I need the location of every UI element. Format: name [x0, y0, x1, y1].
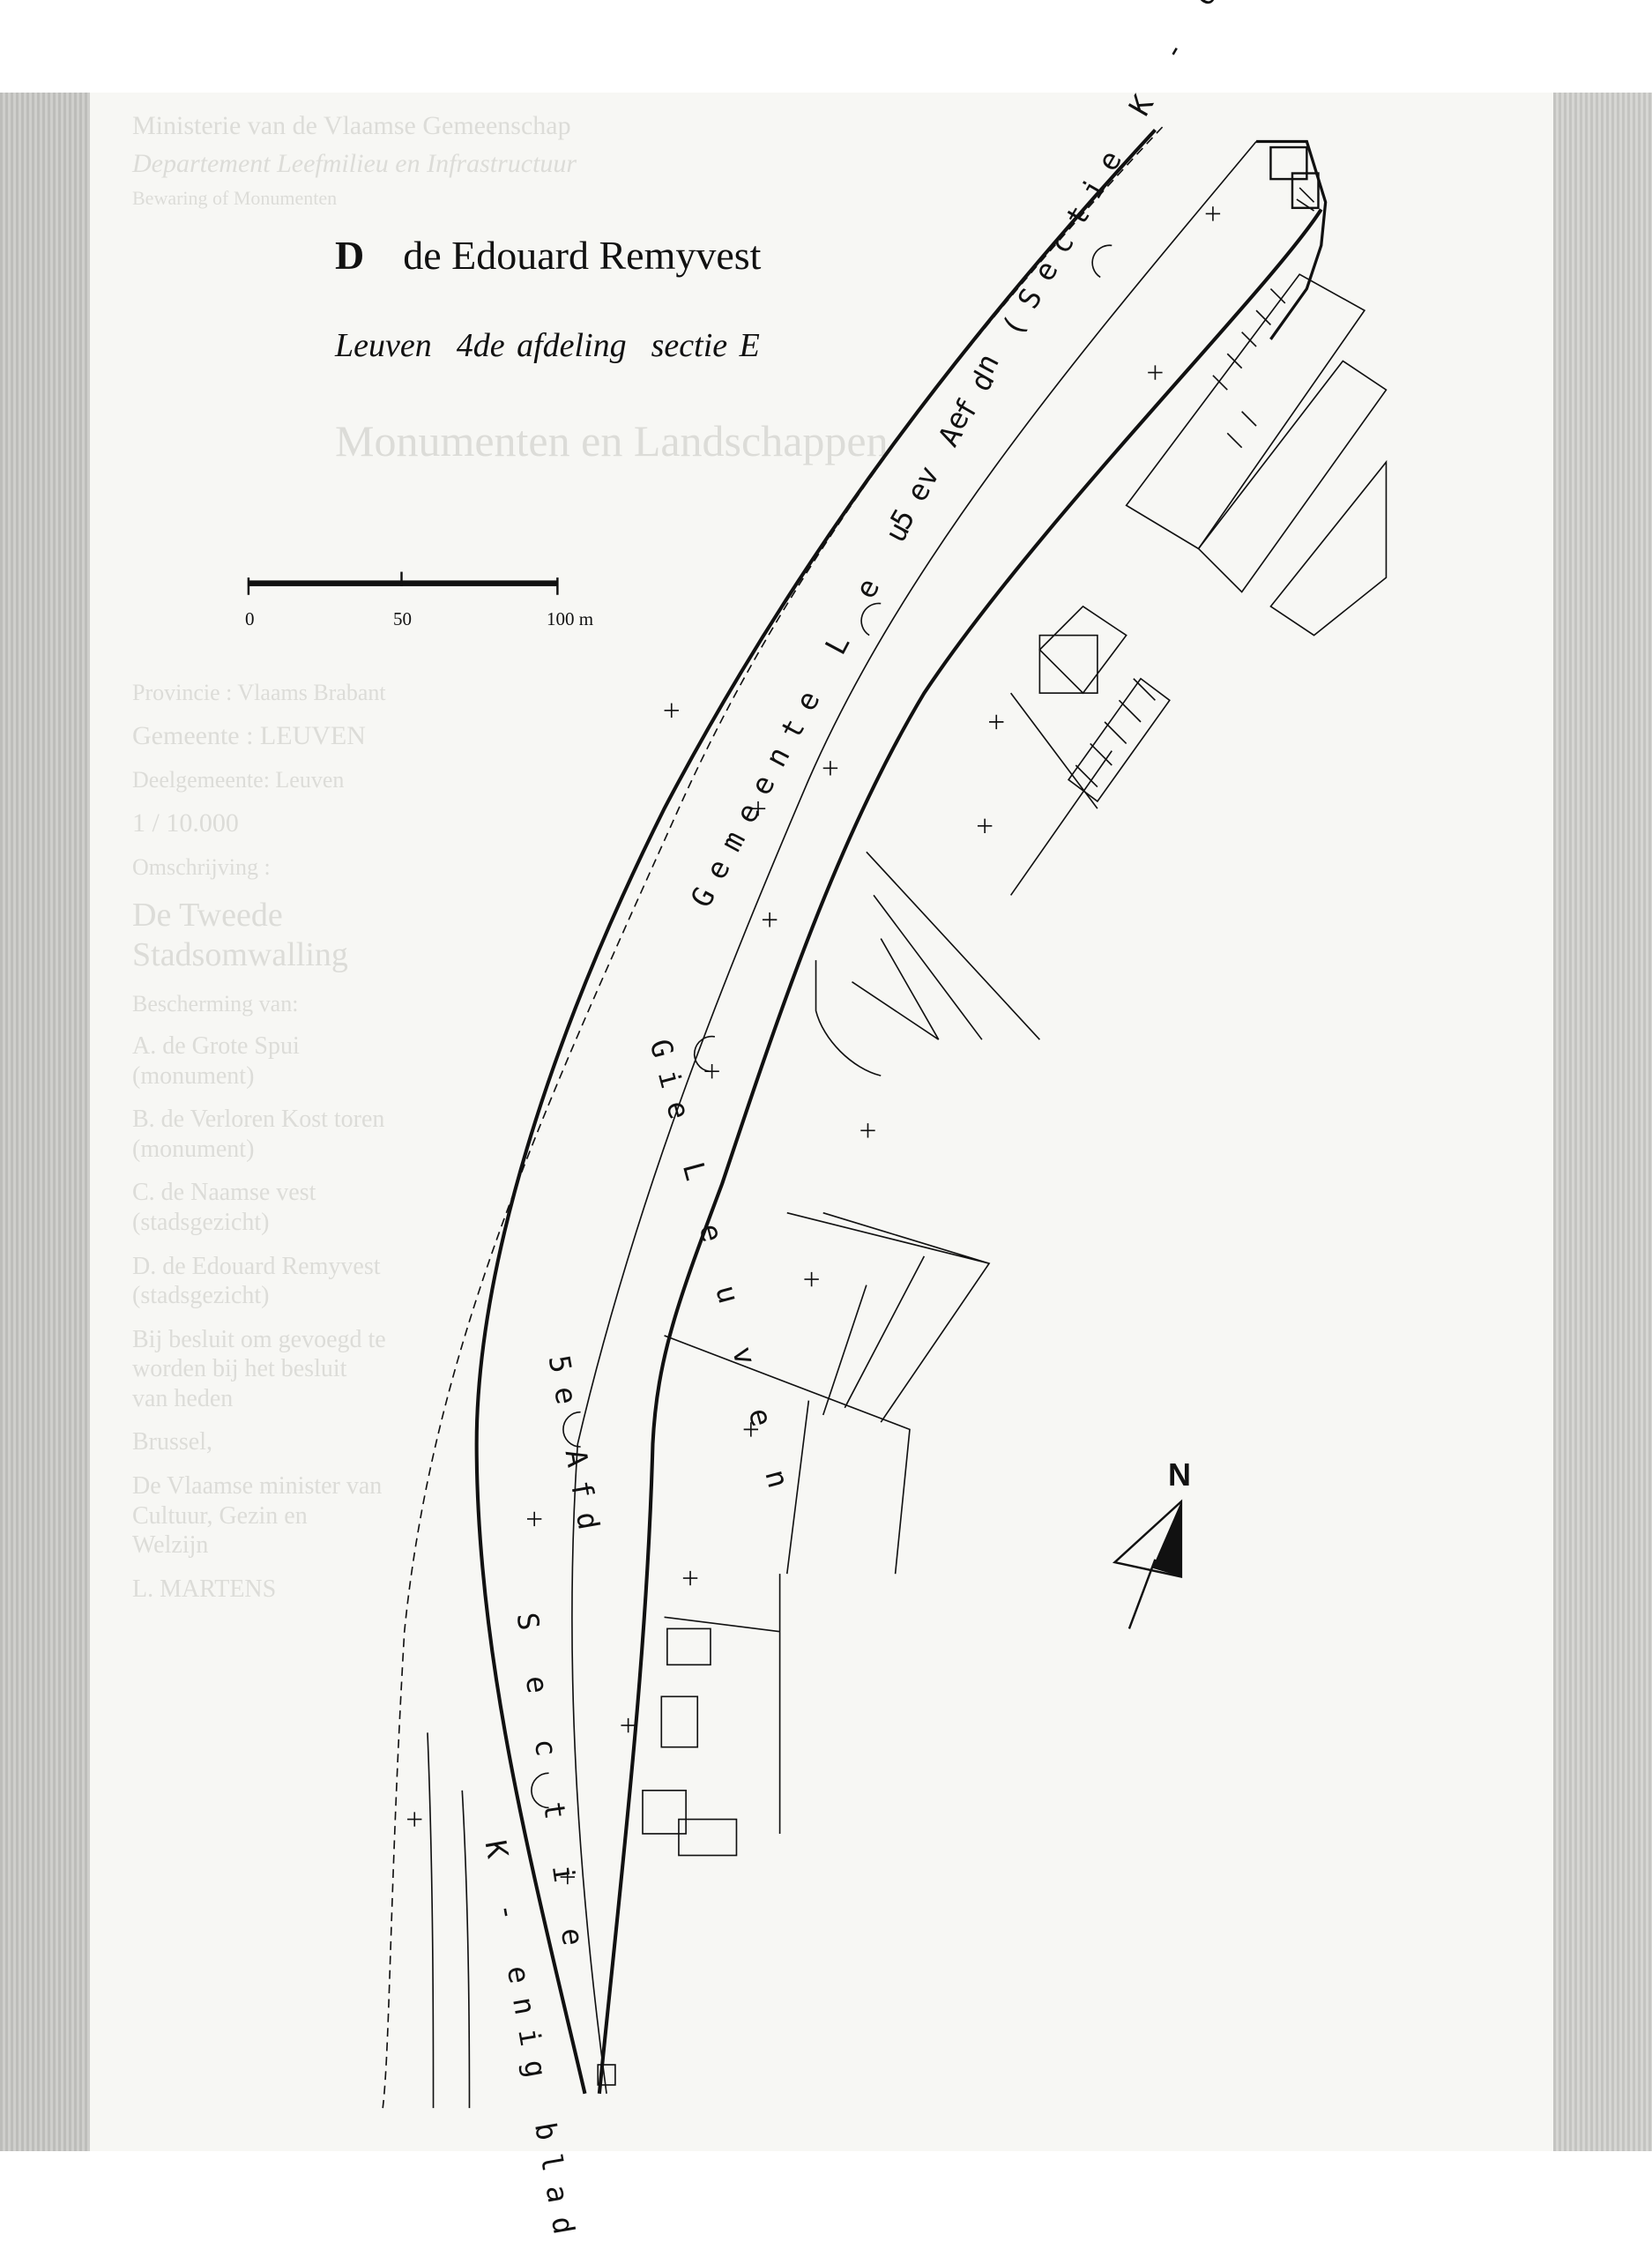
ghost-decree: Bij besluit om gevoegd te worden bij het…	[132, 1325, 386, 1412]
title-text: de Edouard Remyvest	[403, 233, 762, 278]
scan-edge-left	[0, 93, 90, 2151]
ghost-place: Brussel,	[132, 1428, 212, 1456]
ghost-protection: Bescherming van:	[132, 990, 299, 1017]
ghost-scale: 1 / 10.000	[132, 808, 239, 838]
subtitle-division: 4de afdeling	[456, 327, 627, 364]
scan-edge-right	[1553, 93, 1652, 2151]
scale-label-0: 0	[245, 608, 255, 629]
title-letter: D	[335, 233, 365, 278]
ghost-signature: L. MARTENS	[132, 1575, 277, 1603]
north-arrow-icon	[1112, 1499, 1183, 1629]
survey-crosses	[407, 206, 1221, 1885]
ghost-submunicipality: Deelgemeente: Leuven	[132, 767, 345, 793]
ghost-municipality: Gemeente : LEUVEN	[132, 721, 366, 751]
label-gie-leuven: Gie L e u v e n	[643, 1036, 799, 1506]
ghost-province: Provincie : Vlaams Brabant	[132, 680, 386, 705]
scale-bar	[247, 571, 559, 595]
ghost-item-b: B. de Verloren Kost toren (monument)	[132, 1106, 385, 1163]
ghost-ministry: Ministerie van de Vlaamse Gemeenschap	[132, 111, 571, 140]
ghost-description: Omschrijving :	[132, 854, 271, 881]
ghost-service: Monumenten en Landschappen	[335, 416, 889, 465]
hatched-areas	[1075, 187, 1315, 788]
scan-margin-bottom	[0, 2151, 1652, 2264]
north-label: N	[1168, 1456, 1191, 1493]
ghost-item-c: C. de Naamse vest (stadsgezicht)	[132, 1179, 316, 1236]
label-afd-top: 5e Afd (Sectie K - enig blad)	[884, 0, 1374, 535]
ghost-name: De Tweede Stadsomwalling	[132, 896, 348, 974]
road-lines	[382, 126, 1388, 2109]
document-page	[90, 93, 1553, 2151]
ghost-item-d: D. de Edouard Remyvest (stadsgezicht)	[132, 1252, 381, 1310]
ghost-department: Departement Leefmilieu en Infrastructuur	[132, 149, 577, 178]
scan-margin-top	[0, 0, 1652, 93]
ghost-administration: Bewaring of Monumenten	[132, 187, 338, 209]
ghost-minister: De Vlaamse minister van Cultuur, Gezin e…	[132, 1472, 383, 1560]
ghost-item-a: A. de Grote Spui (monument)	[132, 1031, 300, 1090]
label-afd-bottom: 5e Afd	[542, 1352, 608, 1546]
scale-label-100: 100 m	[547, 608, 594, 629]
page-subtitle: Leuven 4de afdeling sectie E	[335, 326, 785, 367]
subtitle-section: sectie E	[651, 327, 760, 364]
subtitle-city: Leuven	[335, 327, 432, 364]
scale-label-50: 50	[393, 608, 412, 629]
ghost-column: Provincie : Vlaams Brabant Gemeente : LE…	[132, 679, 388, 1604]
